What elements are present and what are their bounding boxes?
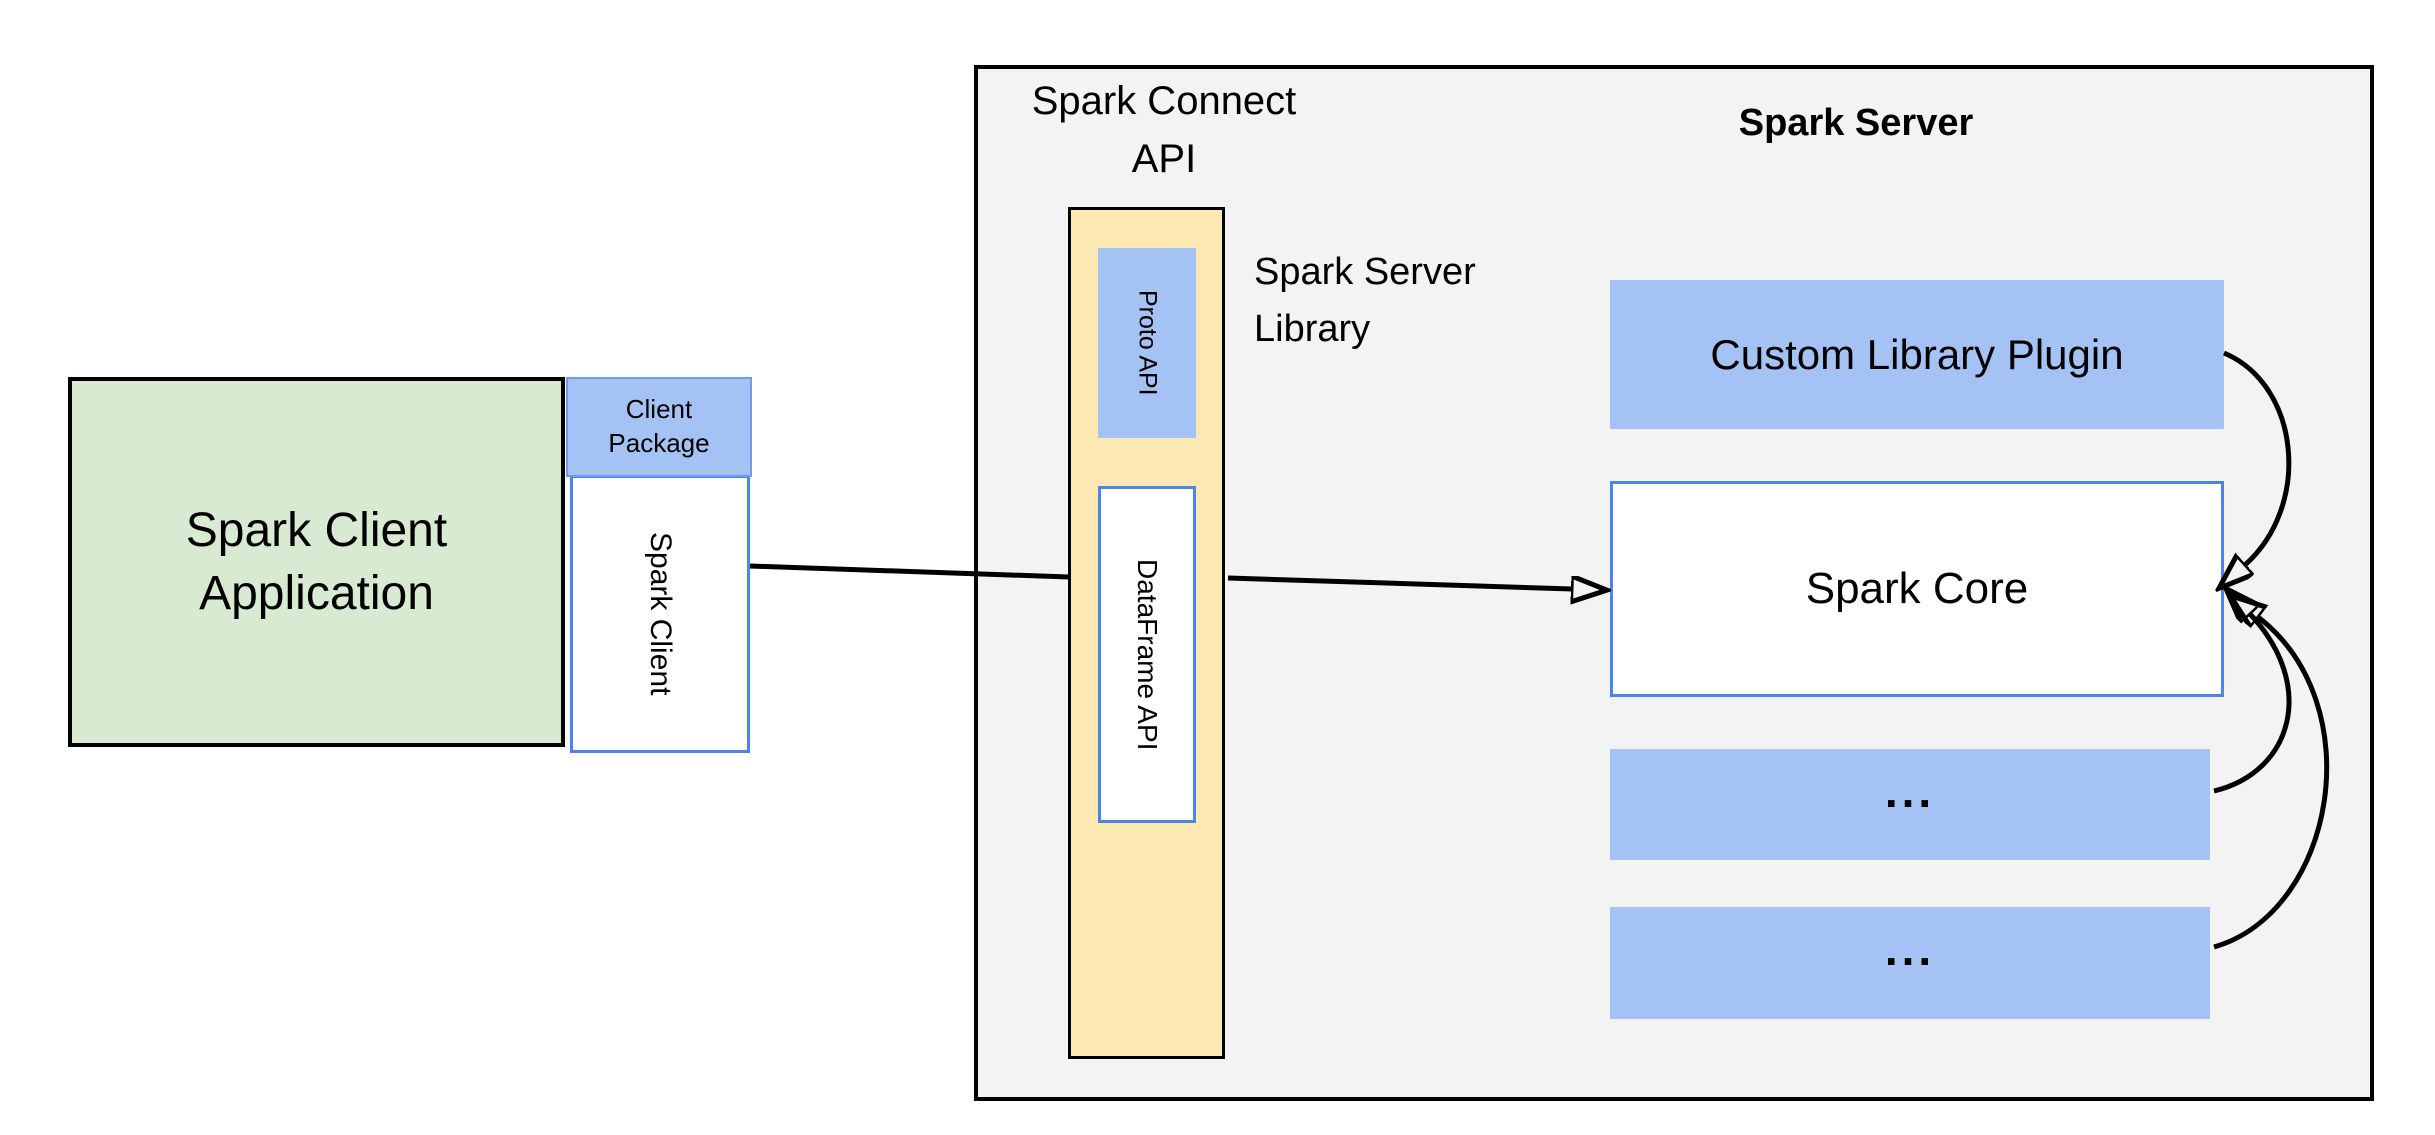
spark-server-library-label: Spark Server Library <box>1254 251 1476 350</box>
custom-library-plugin-box: Custom Library Plugin <box>1610 280 2224 429</box>
spark-client-application-label: Spark Client Application <box>185 503 448 620</box>
client-package-label: Client Package <box>608 394 710 458</box>
custom-library-plugin-label: Custom Library Plugin <box>1710 330 2124 378</box>
spark-client-application-box: Spark Client Application <box>68 377 565 747</box>
spark-client-label: Spark Client <box>644 532 677 696</box>
spark-connect-api-title: Spark Connect API <box>1031 79 1297 181</box>
ellipsis-label-1: ... <box>1884 764 1936 817</box>
dataframe-api-box: DataFrame API <box>1098 486 1196 823</box>
spark-core-label: Spark Core <box>1805 564 2029 613</box>
placeholder-library-box-2: ... <box>1610 907 2210 1019</box>
dataframe-api-label: DataFrame API <box>1132 558 1163 751</box>
ellipsis-label-2: ... <box>1884 923 1936 976</box>
proto-api-box: Proto API <box>1098 248 1196 438</box>
spark-client-box: Spark Client <box>570 475 750 753</box>
spark-core-box: Spark Core <box>1610 481 2224 697</box>
spark-server-title: Spark Server <box>1738 102 1974 144</box>
client-package-box: Client Package <box>566 377 752 477</box>
proto-api-label: Proto API <box>1133 290 1162 396</box>
placeholder-library-box-1: ... <box>1610 749 2210 860</box>
